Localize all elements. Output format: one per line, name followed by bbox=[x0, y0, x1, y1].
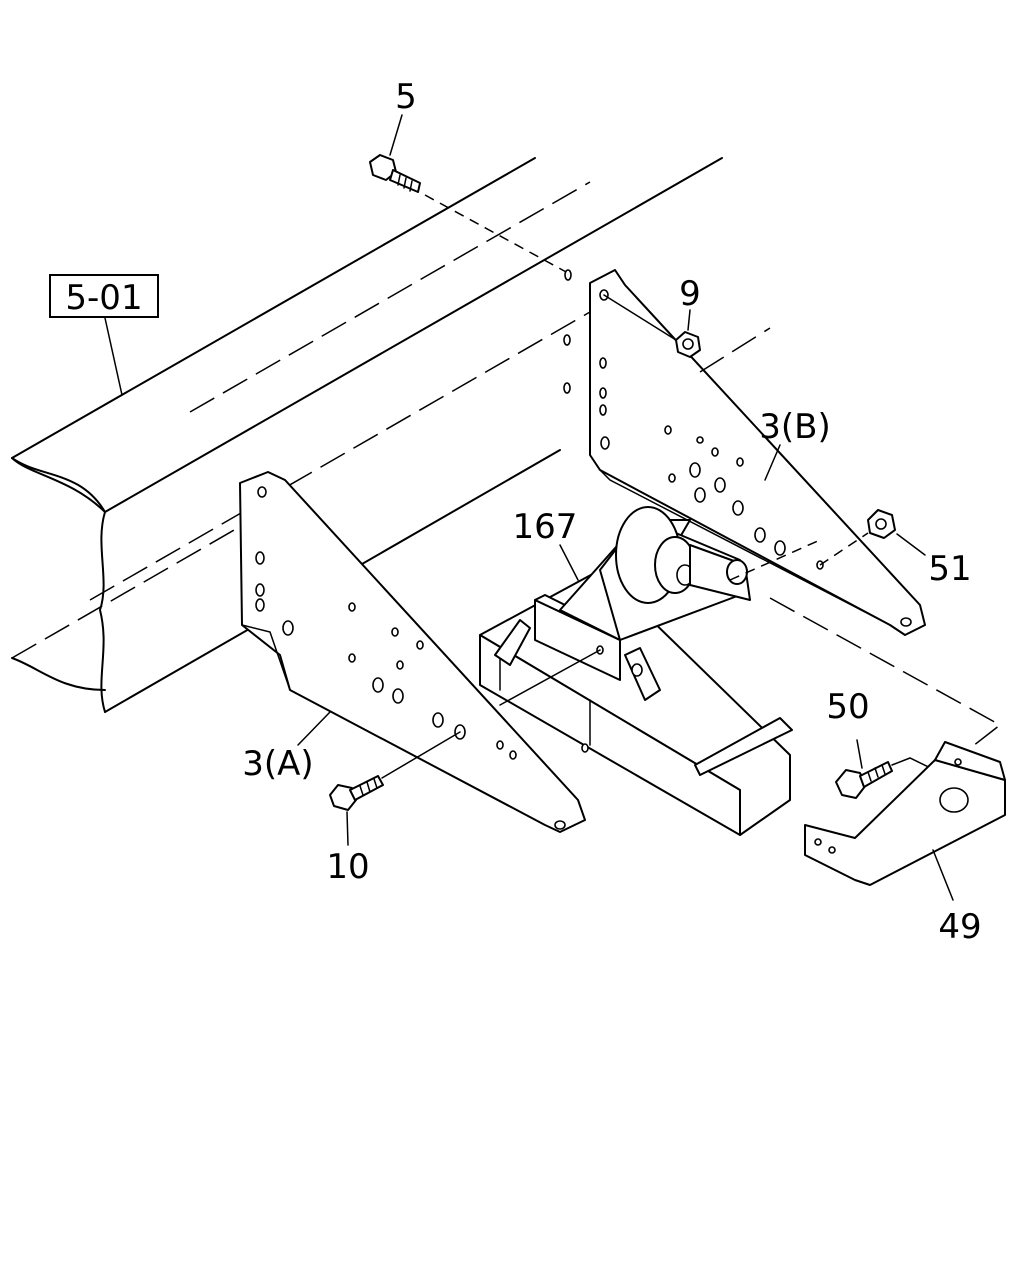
leader-3a bbox=[297, 711, 331, 746]
bolt-right bbox=[835, 761, 893, 799]
leader-51 bbox=[896, 533, 926, 556]
cover-plate bbox=[804, 741, 1006, 886]
hanger-assembly bbox=[479, 506, 793, 836]
leader-3b bbox=[764, 444, 781, 481]
callout-5: 5 bbox=[395, 77, 417, 117]
leader-5-01 bbox=[104, 317, 123, 396]
leader-167 bbox=[559, 544, 579, 581]
bracket-b bbox=[589, 269, 926, 636]
axis-5 bbox=[424, 194, 569, 274]
callout-50: 50 bbox=[826, 687, 869, 727]
leader-9 bbox=[687, 309, 691, 331]
callout-3b: 3(B) bbox=[759, 407, 831, 447]
nut-small bbox=[675, 331, 701, 358]
callout-3a: 3(A) bbox=[242, 744, 313, 784]
leader-5 bbox=[389, 114, 403, 156]
reference-label: 5-01 bbox=[65, 278, 142, 318]
callout-10: 10 bbox=[326, 847, 369, 887]
callout-49: 49 bbox=[938, 907, 981, 947]
callout-9: 9 bbox=[679, 274, 701, 314]
callout-51: 51 bbox=[928, 549, 971, 589]
reference-box bbox=[49, 274, 159, 318]
bolt-top bbox=[369, 154, 421, 193]
leader-49 bbox=[932, 849, 954, 901]
leader-10 bbox=[346, 811, 349, 846]
leader-50 bbox=[856, 739, 863, 769]
bracket-a bbox=[239, 471, 586, 833]
nut-right bbox=[867, 509, 896, 539]
bolt-bottom bbox=[329, 775, 384, 811]
callout-167: 167 bbox=[513, 507, 578, 547]
